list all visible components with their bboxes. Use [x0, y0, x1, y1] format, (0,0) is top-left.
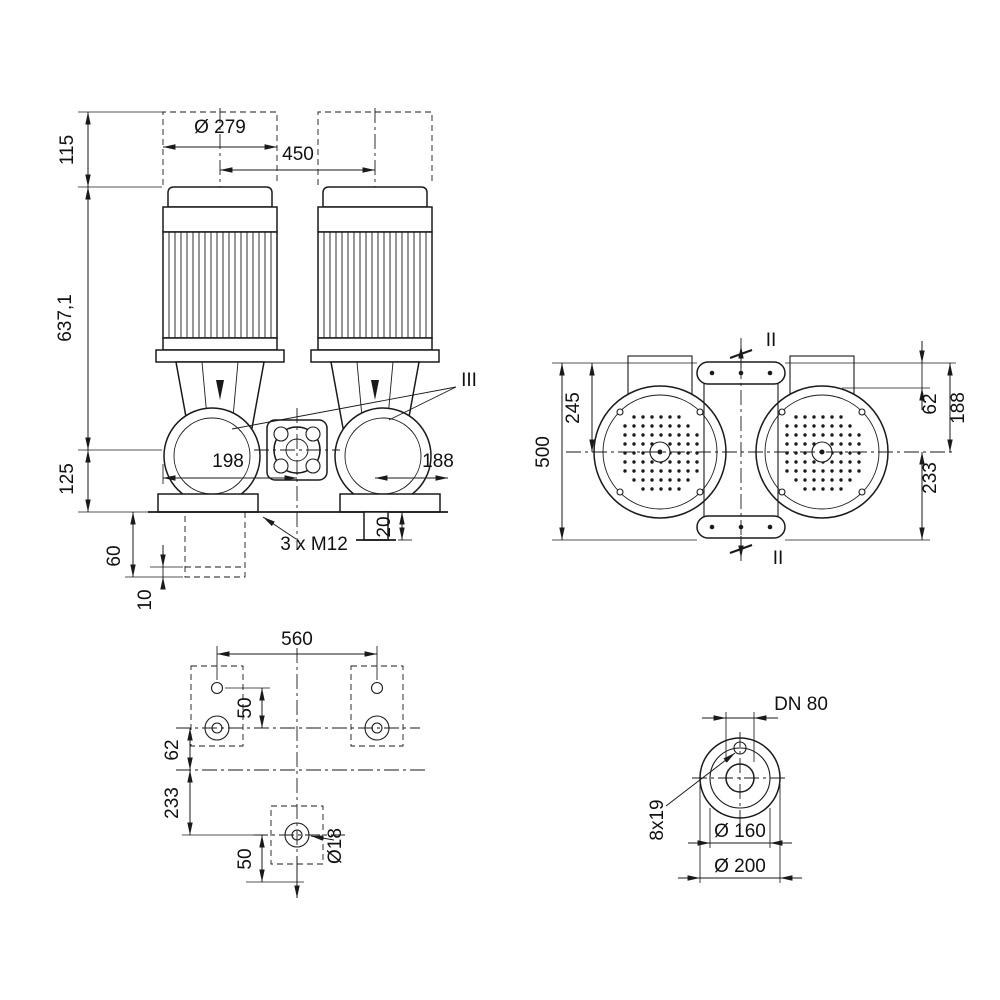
pilot-hole-right: [370, 681, 384, 695]
foot-left: [157, 493, 259, 513]
section-tick-bottom: [729, 543, 753, 555]
motor-bottom-band: [162, 337, 278, 351]
dim-label-flange-offset: 188: [948, 392, 969, 424]
anchor-hole-left-inner: [211, 722, 223, 734]
dim-label-axis-to-right: 188: [422, 451, 454, 472]
top-view: II II 500 245 62 188 233: [533, 330, 969, 569]
screw: [778, 488, 786, 496]
screw: [858, 408, 866, 416]
anchor-bolt-label: 3 x M12: [280, 534, 348, 555]
dim-label-hole-diameter: Ø18: [325, 828, 346, 864]
top-view-dimensions: 500 245 62 188 233: [533, 341, 969, 541]
section-tick-top: [729, 348, 753, 360]
dim-label-bolt-circle-diameter: Ø 160: [714, 821, 766, 842]
screw: [778, 408, 786, 416]
flange-bolt: [305, 426, 321, 442]
drain-plug: [216, 380, 224, 400]
hole-diameter-leader: [310, 835, 335, 841]
pilot-hole-left: [210, 681, 224, 695]
foundation-block: [184, 511, 246, 578]
motor-fin-body: [162, 231, 278, 339]
dim-label-cover-offset: 62: [920, 393, 941, 414]
motor-flange: [310, 349, 440, 363]
flange-bolt-dot: [709, 524, 715, 530]
dim-label-lower-bolt-offset: 50: [235, 848, 256, 869]
dim-label-base-to-axis: 125: [57, 463, 78, 495]
foundation-pad-lower: [270, 805, 324, 865]
anchor-hole-left: [204, 715, 230, 741]
anchor-hole-lower: [284, 822, 310, 848]
dim-label-outer-diameter: Ø 200: [714, 856, 766, 877]
dim-label-upper-bolt-offset: 50: [235, 697, 256, 718]
dim-label-dismantling-height: 115: [57, 135, 78, 165]
motor-left: [155, 186, 285, 429]
dim-label-drain-offset: 20: [374, 516, 395, 537]
bolt-holes-leader: [665, 752, 736, 807]
screw: [696, 488, 704, 496]
drain-pipe-stub: [363, 511, 389, 541]
dim-label-rear-offset: 233: [920, 462, 941, 494]
screw: [616, 408, 624, 416]
screw: [858, 488, 866, 496]
flange-bolt-dot: [709, 370, 715, 376]
flange-bolt-dot: [767, 524, 773, 530]
dim-label-nominal-diameter: DN 80: [774, 694, 828, 715]
dim-label-axis-to-flange: 245: [563, 392, 584, 424]
motor-cooling-fins: [168, 232, 272, 338]
dim-label-grout-thickness: 10: [135, 589, 156, 610]
flange-bolt: [273, 426, 289, 442]
flange-bolt: [305, 458, 321, 474]
detail-leader-line: [231, 386, 457, 430]
flange-bolt-dot: [767, 370, 773, 376]
dim-label-bolt-spacing: 560: [281, 629, 313, 650]
front-view: Ø 279 450 115 637,1 125 198 188 III 60: [55, 108, 477, 611]
plan-view-dimensions: 560 50 62 233 50 Ø18: [162, 629, 378, 883]
dim-label-overall-height: 637,1: [55, 294, 76, 342]
motor-flange: [155, 349, 285, 363]
flange-view: DN 80 8x19 Ø 160 Ø 200: [647, 694, 828, 883]
motor-bottom-band: [317, 337, 433, 351]
anchor-hole-lower-inner: [291, 829, 303, 841]
dim-label-axis-to-left: 198: [212, 451, 244, 472]
foot-right: [339, 493, 441, 513]
drain-plug: [371, 380, 379, 400]
dim-label-motor-diameter: Ø 279: [194, 117, 246, 138]
detail-mark-label: III: [461, 370, 477, 391]
hub-center: [657, 449, 663, 455]
dim-label-motor-spacing: 450: [282, 144, 314, 165]
screw: [696, 408, 704, 416]
plan-view: 560 50 62 233 50 Ø18: [162, 629, 428, 898]
anchor-bolt-leader: [262, 516, 297, 540]
front-view-dimensions: Ø 279 450 115 637,1 125 198 188 III 60: [55, 111, 477, 611]
dim-label-rear-bolt-offset: 233: [162, 787, 183, 819]
motor-fin-body: [317, 231, 433, 339]
section-mark-bottom-label: II: [773, 548, 784, 569]
flange-view-dimensions: DN 80 8x19 Ø 160 Ø 200: [647, 694, 828, 883]
motor-top-cap: [167, 186, 273, 208]
dismantling-space-right: [317, 111, 433, 185]
flange-bolt: [273, 458, 289, 474]
detail-leader-line: [388, 386, 457, 421]
fan-cover-screws: [616, 408, 866, 496]
dim-label-axis-offset: 62: [162, 739, 183, 760]
anchor-hole-right: [364, 715, 390, 741]
volute-right: [334, 407, 432, 505]
motor-right: [310, 186, 440, 429]
motor-top-cap: [322, 186, 428, 208]
section-mark-top-label: II: [766, 330, 777, 351]
motor-shoulder: [162, 206, 278, 233]
screw: [616, 488, 624, 496]
motor-cooling-fins: [323, 232, 427, 338]
dim-label-bolt-holes: 8x19: [647, 799, 668, 840]
anchor-hole-right-inner: [371, 722, 383, 734]
dismantling-space-left: [162, 111, 278, 185]
dim-label-foundation-depth: 60: [104, 545, 125, 566]
dim-label-overall-depth: 500: [533, 436, 554, 468]
motor-shoulder: [317, 206, 433, 233]
